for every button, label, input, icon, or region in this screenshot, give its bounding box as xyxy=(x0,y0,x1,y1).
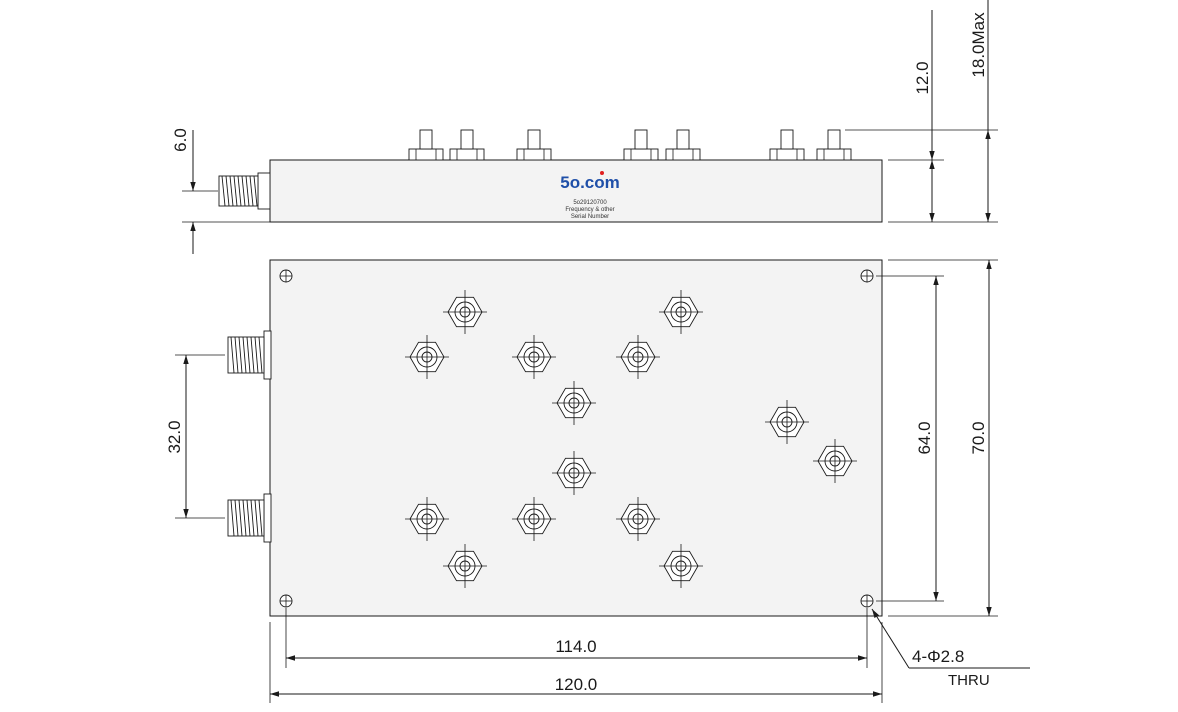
rf-port-connector xyxy=(227,330,272,380)
label-part-number: 5o29120700 xyxy=(573,200,607,206)
hex-tuning-screw xyxy=(405,497,449,541)
hex-tuning-screw xyxy=(659,290,703,334)
dim-width-label: 70.0 xyxy=(969,421,988,454)
hex-tuning-screw xyxy=(765,400,809,444)
mounting-hole xyxy=(860,594,874,608)
dim-tuner-height-label: 12.0 xyxy=(913,61,932,94)
side-view-tuning-screws xyxy=(408,129,852,161)
side-connector xyxy=(218,172,271,210)
hex-tuning-screw xyxy=(616,335,660,379)
mounting-hole xyxy=(279,594,293,608)
side-tuning-screw xyxy=(816,129,852,161)
dim-port-spacing: 32.0 xyxy=(165,354,225,519)
side-tuning-screw xyxy=(623,129,659,161)
top-view-tuning-screws xyxy=(405,290,857,588)
side-tuning-screw xyxy=(665,129,701,161)
label-frequency: Frequency & other xyxy=(565,207,614,213)
hole-callout: 4-Φ2.8 THRU xyxy=(871,608,1030,689)
dim-port-spacing-label: 32.0 xyxy=(165,420,184,453)
dim-width: 64.0 70.0 xyxy=(876,259,998,617)
hex-tuning-screw xyxy=(512,335,556,379)
hex-tuning-screw xyxy=(443,544,487,588)
dim-connector-height: 6.0 xyxy=(171,128,270,254)
side-view-body xyxy=(269,159,883,223)
hex-tuning-screw xyxy=(552,381,596,425)
side-view: 5o.com 5o29120700 Frequency & other Seri… xyxy=(171,0,998,254)
dim-heights: 12.0 18.0Max xyxy=(845,0,998,223)
dim-length-label: 120.0 xyxy=(555,675,598,694)
hex-tuning-screw xyxy=(552,451,596,495)
hole-callout-label: 4-Φ2.8 xyxy=(912,647,964,666)
dim-length: 114.0 120.0 xyxy=(269,608,883,703)
top-view-body xyxy=(269,259,883,617)
top-view: 32.0 64.0 70.0 114.0 120.0 xyxy=(165,259,1030,703)
dim-max-height-label: 18.0Max xyxy=(969,12,988,78)
rf-ports xyxy=(227,330,272,543)
hex-tuning-screw xyxy=(813,439,857,483)
logo: 5o.com xyxy=(560,173,620,192)
mounting-hole xyxy=(279,269,293,283)
hex-tuning-screw xyxy=(405,335,449,379)
hex-tuning-screw xyxy=(443,290,487,334)
hex-tuning-screw xyxy=(512,497,556,541)
side-tuning-screw xyxy=(516,129,552,161)
rf-port-connector xyxy=(227,493,272,543)
dim-connector-height-label: 6.0 xyxy=(171,128,190,152)
mounting-holes xyxy=(279,269,874,608)
mounting-hole xyxy=(860,269,874,283)
hex-tuning-screw xyxy=(616,497,660,541)
side-tuning-screw xyxy=(408,129,444,161)
side-tuning-screw xyxy=(769,129,805,161)
label-serial: Serial Number xyxy=(571,214,609,220)
dim-hole-spacing-v-label: 64.0 xyxy=(915,421,934,454)
hole-callout-note: THRU xyxy=(948,672,990,689)
hex-tuning-screw xyxy=(659,544,703,588)
logo-dot xyxy=(600,171,604,175)
dim-hole-spacing-h-label: 114.0 xyxy=(555,637,596,656)
side-tuning-screw xyxy=(449,129,485,161)
